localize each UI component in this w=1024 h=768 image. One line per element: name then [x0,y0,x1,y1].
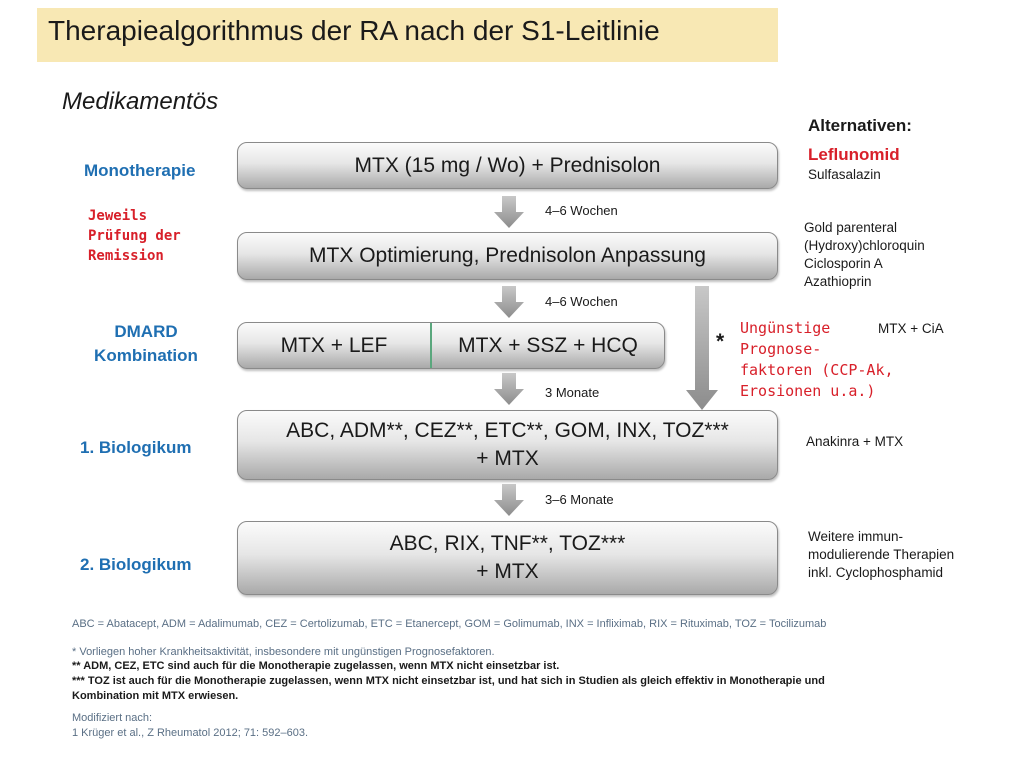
dmard-option-lef-text: MTX + LEF [280,333,388,357]
source-modifiziert: Modifiziert nach: [72,712,153,724]
step-box-optimierung: MTX Optimierung, Prednisolon Anpassung [237,232,778,280]
label-biologikum-1: 1. Biologikum [80,438,192,457]
step-box-biologikum-2-text: ABC, RIX, TNF**, TOZ*** + MTX [390,530,626,586]
alternative-azathioprin: Azathioprin [804,274,872,289]
source-note: Modifiziert nach: 1 Krüger et al., Z Rhe… [72,711,308,741]
alternative-ciclosporin: Ciclosporin A [804,256,883,271]
footnote-star-3: *** TOZ ist auch für die Monotherapie zu… [72,674,825,704]
title-bar [37,8,778,62]
step-box-biologikum-1-text: ABC, ADM**, CEZ**, ETC**, GOM, INX, TOZ*… [286,417,729,473]
prognose-line-3: faktoren (CCP-Ak, [740,361,894,379]
step-box-optimierung-text: MTX Optimierung, Prednisolon Anpassung [309,244,706,267]
step-box-biologikum-2: ABC, RIX, TNF**, TOZ*** + MTX [237,521,778,595]
biologikum-2-line-2: + MTX [476,560,539,583]
weitere-line-3: inkl. Cyclophosphamid [808,565,944,580]
prognose-line-2: Prognose- [740,340,822,358]
label-dmard-kombination: DMARD Kombination [76,320,216,368]
alternative-hydroxychloroquin: (Hydroxy)chloroquin [804,238,925,253]
prognosefaktoren-note: Ungünstige Prognose- faktoren (CCP-Ak, E… [740,318,894,402]
step-box-dmard-kombination: MTX + LEF MTX + SSZ + HCQ [237,322,665,369]
footnote-star-2: ** ADM, CEZ, ETC sind auch für die Monot… [72,660,560,672]
footnote-abbreviations: ABC = Abatacept, ADM = Adalimumab, CEZ =… [72,618,827,630]
alternative-sulfasalazin: Sulfasalazin [808,167,881,182]
dmard-option-ssz-hcq: MTX + SSZ + HCQ [432,323,664,368]
arrow-down-icon [494,373,524,405]
weitere-line-2: modulierende Therapien [808,547,955,562]
biologikum-1-line-1: ABC, ADM**, CEZ**, ETC**, GOM, INX, TOZ*… [286,419,729,442]
dmard-line-1: DMARD [114,322,178,341]
arrow-down-icon [494,196,524,228]
alternative-mtx-cia: MTX + CiA [878,321,944,336]
prognose-line-1: Ungünstige [740,319,831,337]
step-box-monotherapie: MTX (15 mg / Wo) + Prednisolon [237,142,778,189]
duration-label: 3–6 Monate [545,492,614,507]
prognose-line-4: Erosionen u.a.) [740,382,876,400]
duration-label: 4–6 Wochen [545,294,618,309]
footnote-star-3-line-2: Kombination mit MTX erwiesen. [72,690,239,702]
remission-line-2: Prüfung der [88,228,181,244]
arrow-down-icon [494,286,524,318]
footnote-star-3-line-1: *** TOZ ist auch für die Monotherapie zu… [72,675,825,687]
arrow-down-icon [494,484,524,516]
biologikum-1-line-2: + MTX [476,447,539,470]
footnote-star-1: * Vorliegen hoher Krankheitsaktivität, i… [72,646,495,658]
remission-line-3: Remission [88,248,164,264]
duration-label: 3 Monate [545,385,600,400]
alternative-leflunomid: Leflunomid [808,145,900,164]
dmard-option-lef: MTX + LEF [238,323,430,368]
remission-line-1: Jeweils [88,208,148,224]
weitere-line-1: Weitere immun- [808,529,904,544]
alternatives-header: Alternativen: [808,116,912,135]
subtitle: Medikamentös [62,88,219,115]
asterisk-marker: * [716,330,725,353]
page-title: Therapiealgorithmus der RA nach der S1-L… [48,15,660,46]
arrow-down-long-icon [686,286,718,410]
label-remission: Jeweils Prüfung der Remission [88,206,181,266]
alternatives-list-optimierung: Gold parenteral (Hydroxy)chloroquin Cicl… [804,219,925,291]
dmard-line-2: Kombination [94,346,198,365]
step-box-biologikum-1: ABC, ADM**, CEZ**, ETC**, GOM, INX, TOZ*… [237,410,778,480]
alternative-gold: Gold parenteral [804,220,898,235]
dmard-divider [430,323,432,368]
alternative-anakinra: Anakinra + MTX [806,434,904,449]
label-monotherapie: Monotherapie [84,161,196,180]
label-biologikum-2: 2. Biologikum [80,555,192,574]
biologikum-2-line-1: ABC, RIX, TNF**, TOZ*** [389,532,626,555]
source-reference: 1 Krüger et al., Z Rheumatol 2012; 71: 5… [72,727,309,739]
duration-label: 4–6 Wochen [545,203,618,218]
alternatives-weitere: Weitere immun- modulierende Therapien in… [808,528,954,582]
step-box-monotherapie-text: MTX (15 mg / Wo) + Prednisolon [354,153,661,177]
dmard-option-ssz-hcq-text: MTX + SSZ + HCQ [458,333,638,357]
